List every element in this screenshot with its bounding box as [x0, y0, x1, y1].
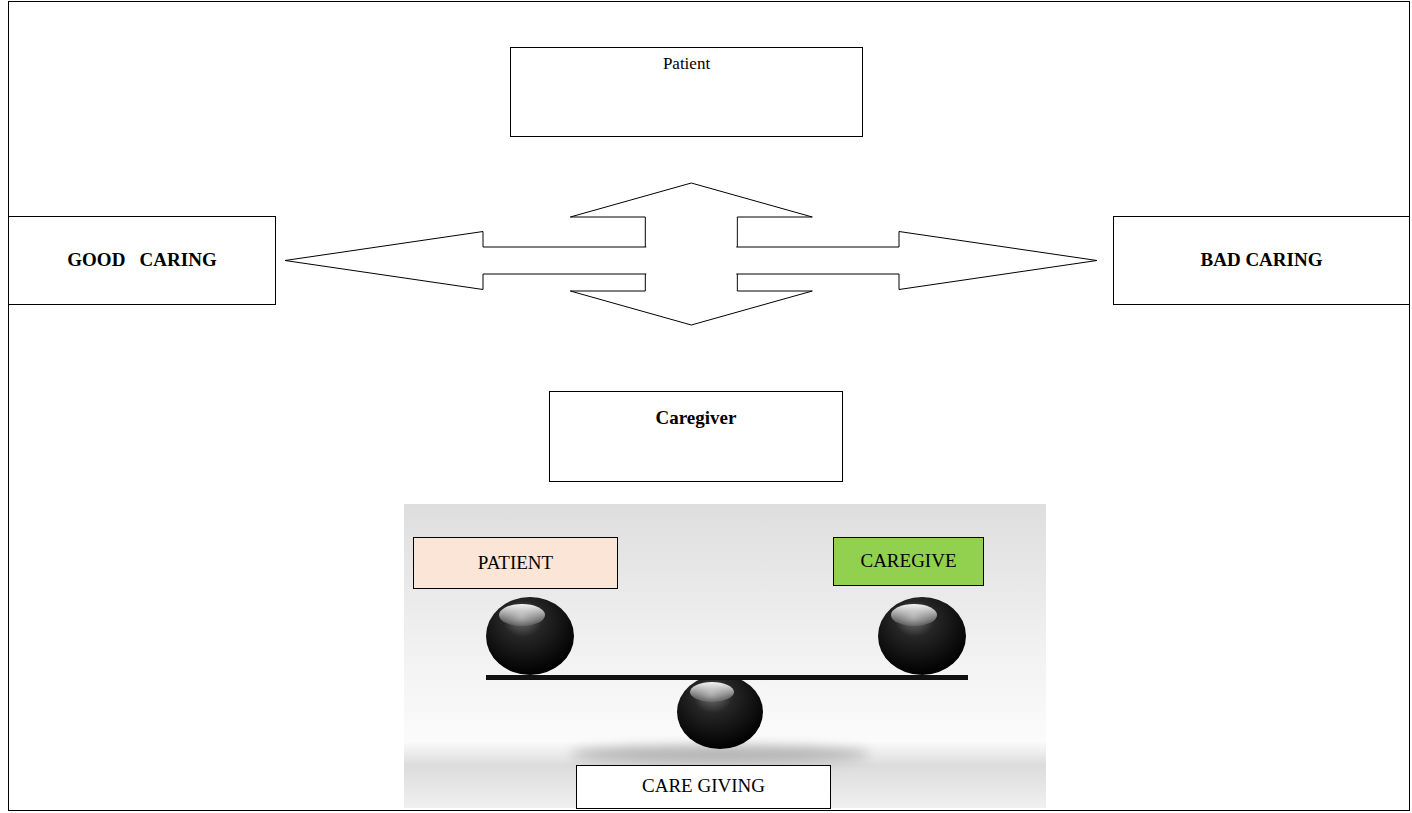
node-label: CARE GIVING	[642, 775, 765, 798]
sphere-highlight	[690, 682, 734, 702]
outcome-box: GOOD CARING	[8, 216, 276, 305]
node-label: CAREGIVE	[860, 550, 956, 573]
arrow-joint	[484, 248, 898, 273]
outcome-box: BAD CARING	[1113, 216, 1410, 305]
caregiver-box: Caregiver	[549, 391, 843, 482]
scale-label: CARE GIVING	[576, 765, 831, 809]
pivot-sphere	[677, 675, 763, 749]
node-label: Patient	[663, 54, 710, 74]
node-label: GOOD CARING	[67, 249, 216, 272]
sphere-highlight	[891, 604, 937, 626]
balance-plank	[486, 675, 968, 680]
sphere-highlight	[499, 604, 545, 626]
frame-border	[9, 2, 1410, 811]
scale-label: CAREGIVE	[833, 537, 984, 586]
scale-label: PATIENT	[413, 537, 618, 589]
node-label: BAD CARING	[1201, 249, 1323, 272]
left-sphere	[486, 597, 574, 675]
right-sphere	[878, 597, 966, 675]
photo-ground	[404, 504, 1046, 808]
patient-box: Patient	[510, 47, 863, 137]
node-label: PATIENT	[478, 552, 553, 575]
node-label: Caregiver	[656, 407, 737, 430]
